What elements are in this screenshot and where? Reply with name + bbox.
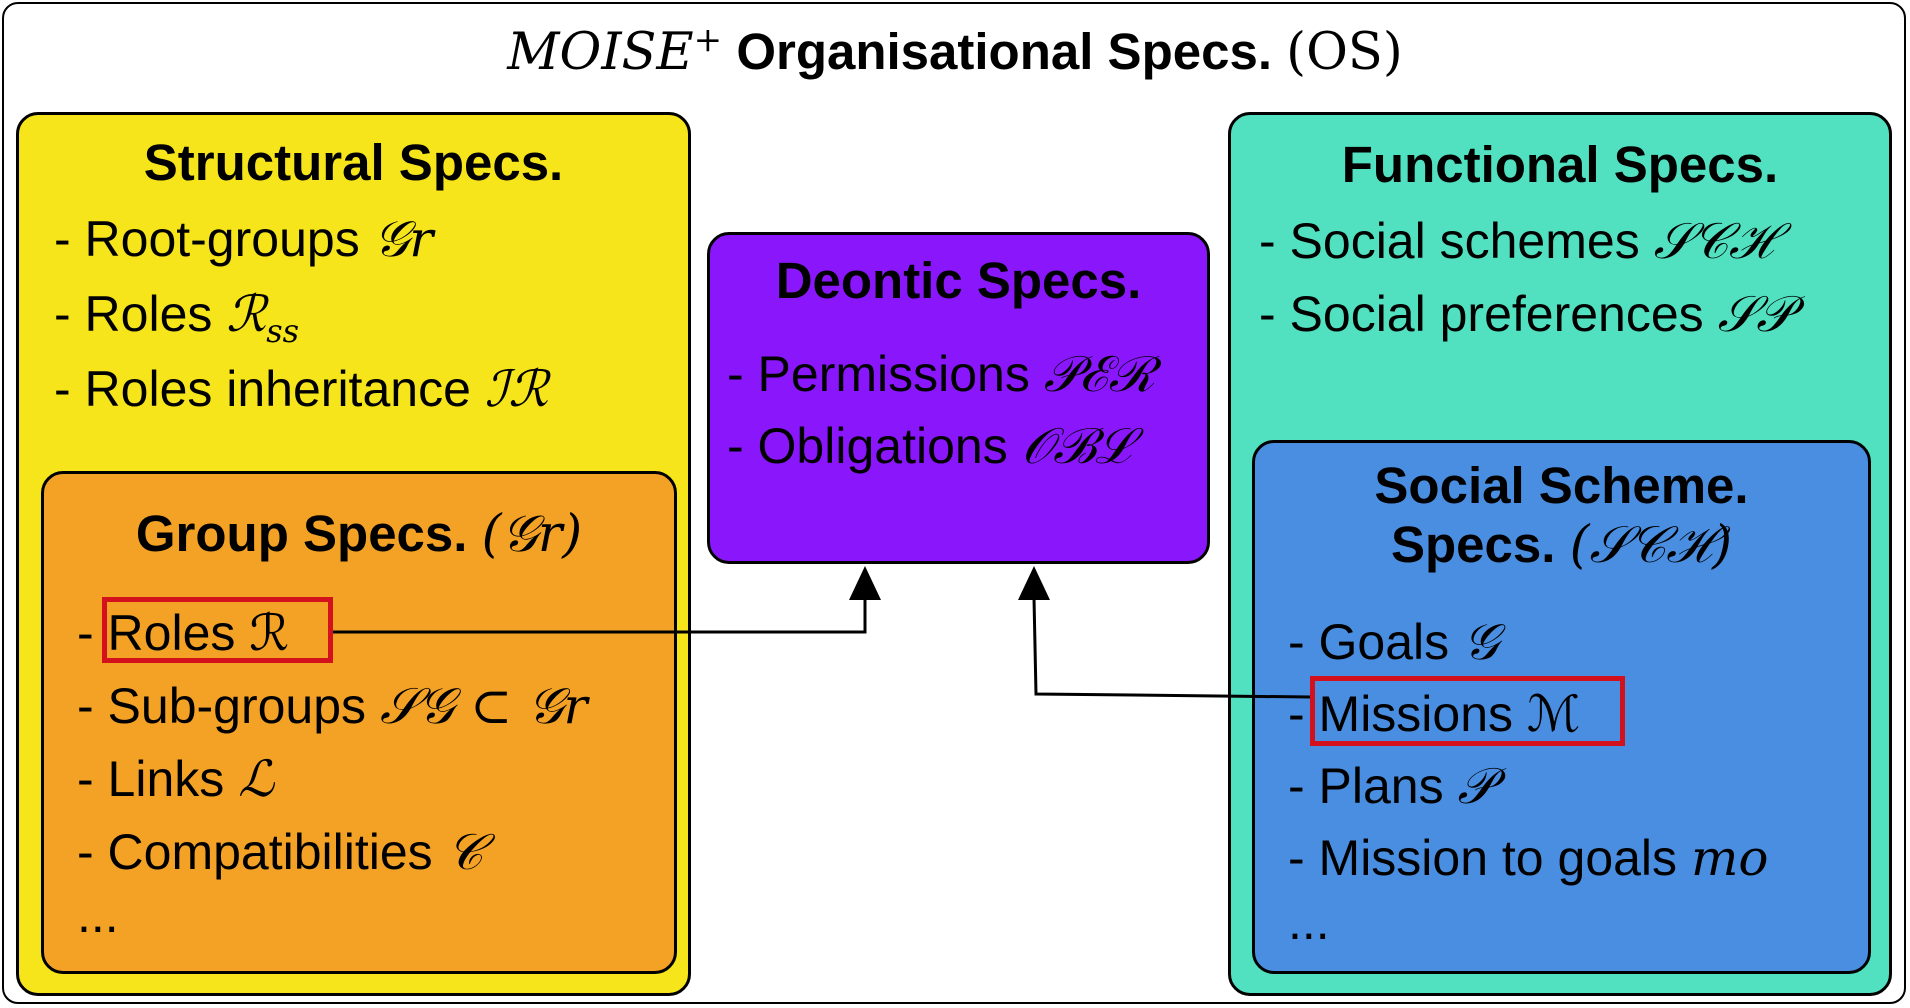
missions-highlight-box — [1310, 676, 1625, 746]
group-specs-title-text: Group Specs. — [135, 505, 468, 562]
scheme-item-label: - Mission to goals — [1288, 830, 1678, 886]
os-abbr: (OS) — [1286, 23, 1403, 82]
functional-item-symbol: 𝒮𝒫 — [1717, 285, 1793, 343]
scheme-item-symbol: mo — [1690, 829, 1769, 887]
structural-item-label: - Roles inheritance — [54, 361, 471, 417]
deontic-item-obligations: - Obligations 𝒪ℬℒ — [727, 417, 1131, 476]
scheme-item-label: - Plans — [1288, 758, 1444, 814]
group-item-label: - Sub-groups — [77, 678, 367, 734]
roles-arrowhead — [849, 566, 881, 600]
group-item-ellipsis: ... — [77, 887, 119, 943]
structural-item-root-groups: - Root-groups 𝒢r — [54, 210, 433, 269]
scheme-item-missions: - Missions ℳ — [1288, 685, 1580, 743]
social-scheme-title-line2: Specs. (𝒮𝒞ℋ) — [1255, 515, 1868, 576]
os-label: Organisational Specs. — [736, 23, 1272, 80]
deontic-item-symbol: 𝒪ℬℒ — [1021, 417, 1132, 475]
deontic-item-label: - Permissions — [727, 346, 1030, 402]
scheme-item-symbol: 𝒫 — [1457, 757, 1494, 815]
structural-item-label: - Root-groups — [54, 211, 360, 267]
diagram-title: MOISE+ Organisational Specs. (OS) — [0, 20, 1910, 82]
functional-item-symbol: 𝒮𝒞ℋ — [1653, 212, 1774, 270]
scheme-item-ellipsis: ... — [1288, 894, 1330, 950]
moise-plus: + — [693, 20, 723, 60]
structural-item-symbol: 𝒢r — [373, 210, 434, 268]
group-specs-title: Group Specs. (𝒢r) — [44, 504, 674, 565]
group-item-symbol: 𝒞 — [446, 823, 484, 881]
group-item-label: - Links — [77, 751, 225, 807]
moise-name: MOISE — [507, 23, 694, 82]
structural-item-roles-inheritance: - Roles inheritance ℐℛ — [54, 360, 548, 418]
functional-item-label: - Social preferences — [1259, 286, 1704, 342]
group-item-label: - — [77, 605, 108, 661]
deontic-specs-box: Deontic Specs. - Permissions 𝒫ℰℛ - Oblig… — [707, 232, 1210, 564]
roles-to-deontic-arrow — [333, 598, 867, 634]
scheme-item-label: - Goals — [1288, 614, 1450, 670]
group-roles-text: Roles ℛ — [107, 605, 290, 661]
group-item-roles: - Roles ℛ — [77, 604, 289, 662]
functional-item-label: - Social schemes — [1259, 213, 1640, 269]
scheme-item-symbol: 𝒢 — [1463, 613, 1499, 671]
functional-specs-title: Functional Specs. — [1341, 136, 1779, 193]
deontic-item-symbol: 𝒫ℰℛ — [1043, 345, 1156, 403]
deontic-specs-title: Deontic Specs. — [775, 252, 1142, 309]
social-scheme-title-text: Specs. — [1390, 516, 1556, 573]
group-item-symbol: ℒ — [238, 750, 275, 808]
structural-item-symbol: ℐℛ — [484, 360, 549, 418]
structural-item-subscript: ss — [266, 312, 300, 350]
scheme-item-goals: - Goals 𝒢 — [1288, 613, 1499, 672]
roles-highlight-box — [102, 597, 333, 663]
missions-to-deontic-arrow — [1032, 597, 1311, 699]
missions-arrowhead — [1018, 566, 1050, 600]
group-specs-box: Group Specs. (𝒢r) - Roles ℛ - Sub-groups… — [41, 471, 677, 974]
social-scheme-title-line1: Social Scheme. — [1374, 457, 1749, 514]
functional-item-social-schemes: - Social schemes 𝒮𝒞ℋ — [1259, 212, 1774, 271]
scheme-item-mission-to-goals: - Mission to goals mo — [1288, 829, 1768, 887]
deontic-item-permissions: - Permissions 𝒫ℰℛ — [727, 345, 1155, 404]
group-item-sub-groups: - Sub-groups 𝒮𝒢 ⊂ 𝒢r — [77, 677, 587, 736]
group-item-links: - Links ℒ — [77, 750, 274, 808]
structural-item-label: - Roles — [54, 286, 213, 342]
functional-item-social-preferences: - Social preferences 𝒮𝒫 — [1259, 285, 1792, 344]
social-scheme-symbol: (𝒮𝒞ℋ) — [1569, 516, 1733, 575]
group-specs-symbol: (𝒢r) — [481, 505, 583, 564]
scheme-item-label: - — [1288, 686, 1319, 742]
structural-item-roles: - Roles ℛss — [54, 285, 299, 350]
group-item-symbol: 𝒮𝒢 ⊂ 𝒢r — [379, 677, 588, 735]
scheme-missions-text: Missions ℳ — [1318, 686, 1581, 742]
scheme-item-plans: - Plans 𝒫 — [1288, 757, 1494, 816]
group-item-label: - Compatibilities — [77, 824, 433, 880]
structural-item-symbol: ℛ — [226, 285, 267, 343]
deontic-item-label: - Obligations — [727, 418, 1008, 474]
group-item-compatibilities: - Compatibilities 𝒞 — [77, 823, 483, 882]
social-scheme-specs-box: Social Scheme. Specs. (𝒮𝒞ℋ) - Goals 𝒢 - … — [1252, 440, 1871, 974]
structural-specs-title: Structural Specs. — [143, 134, 564, 191]
